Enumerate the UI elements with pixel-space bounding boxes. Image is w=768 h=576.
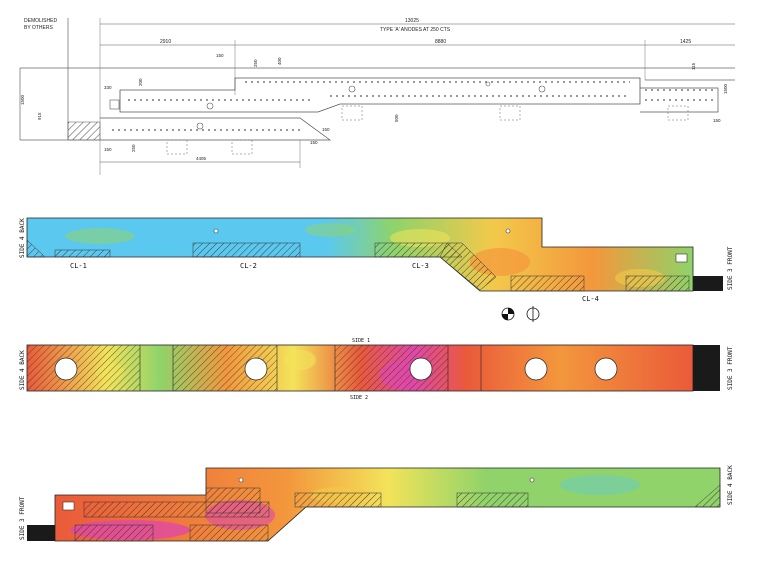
dim-1500: 1500 (20, 94, 25, 105)
zone-label-cl2: CL-2 (240, 262, 257, 270)
side-label-top-2: SIDE 1 (352, 338, 370, 344)
zone-label-cl3: CL-3 (412, 262, 429, 270)
cad-plan: DEMOLISHED BY OTHERS 2910 13025 TYPE 'A'… (19, 18, 735, 175)
dim-1500b: 1500 (723, 83, 728, 94)
zone-label-cl1: CL-1 (70, 262, 87, 270)
dim-150a: 150 (216, 53, 224, 58)
dim-150c: 150 (322, 127, 330, 132)
side-label-bottom-2: SIDE 2 (350, 395, 368, 401)
dim-1425: 1425 (680, 39, 691, 45)
section-symbol-icon (501, 307, 515, 321)
dim-250a: 250 (253, 59, 258, 67)
dim-250b: 250 (131, 144, 136, 152)
side-label-right-1: SIDE 3 FRONT (727, 246, 734, 290)
side-label-left-2: SIDE 4 BACK (19, 350, 26, 390)
overall-dimension: 13025 (405, 18, 419, 24)
dim-4405: 4405 (196, 156, 207, 161)
dim-500: 500 (394, 114, 399, 122)
dim-400: 400 (277, 57, 282, 65)
side-label-right-3: SIDE 4 BACK (727, 465, 734, 505)
side-label-left-1: SIDE 4 BACK (19, 218, 26, 258)
dim-115: 115 (691, 62, 696, 70)
profile-side-view-1: CL-1 CL-2 CL-3 CL-4 SIDE 4 BACK SIDE 3 F… (19, 217, 734, 322)
dim-2910: 2910 (160, 39, 171, 45)
dim-915: 915 (37, 112, 42, 120)
dim-8880: 8880 (435, 39, 446, 45)
profile-side-view-3: SIDE 3 FRONT SIDE 4 BACK (19, 465, 734, 542)
dim-150d: 150 (310, 140, 318, 145)
zone-label-cl4: CL-4 (582, 295, 599, 303)
dim-150b: 150 (104, 147, 112, 152)
side-label-right-2: SIDE 3 FRONT (727, 346, 734, 390)
dim-150e: 150 (713, 118, 721, 123)
demolished-note-1: DEMOLISHED (24, 18, 57, 24)
side-label-left-3: SIDE 3 FRONT (19, 496, 26, 540)
anode-note: TYPE 'A' ANODES AT 250 CTS (380, 27, 451, 33)
dim-330: 330 (104, 85, 112, 90)
demolished-note-2: BY OTHERS (24, 25, 53, 31)
dim-200: 200 (138, 78, 143, 86)
profile-plan-view-2: SIDE 1 SIDE 2 SIDE 4 BACK SIDE 3 FRONT (19, 338, 734, 401)
centreline-symbol-icon (526, 306, 540, 322)
